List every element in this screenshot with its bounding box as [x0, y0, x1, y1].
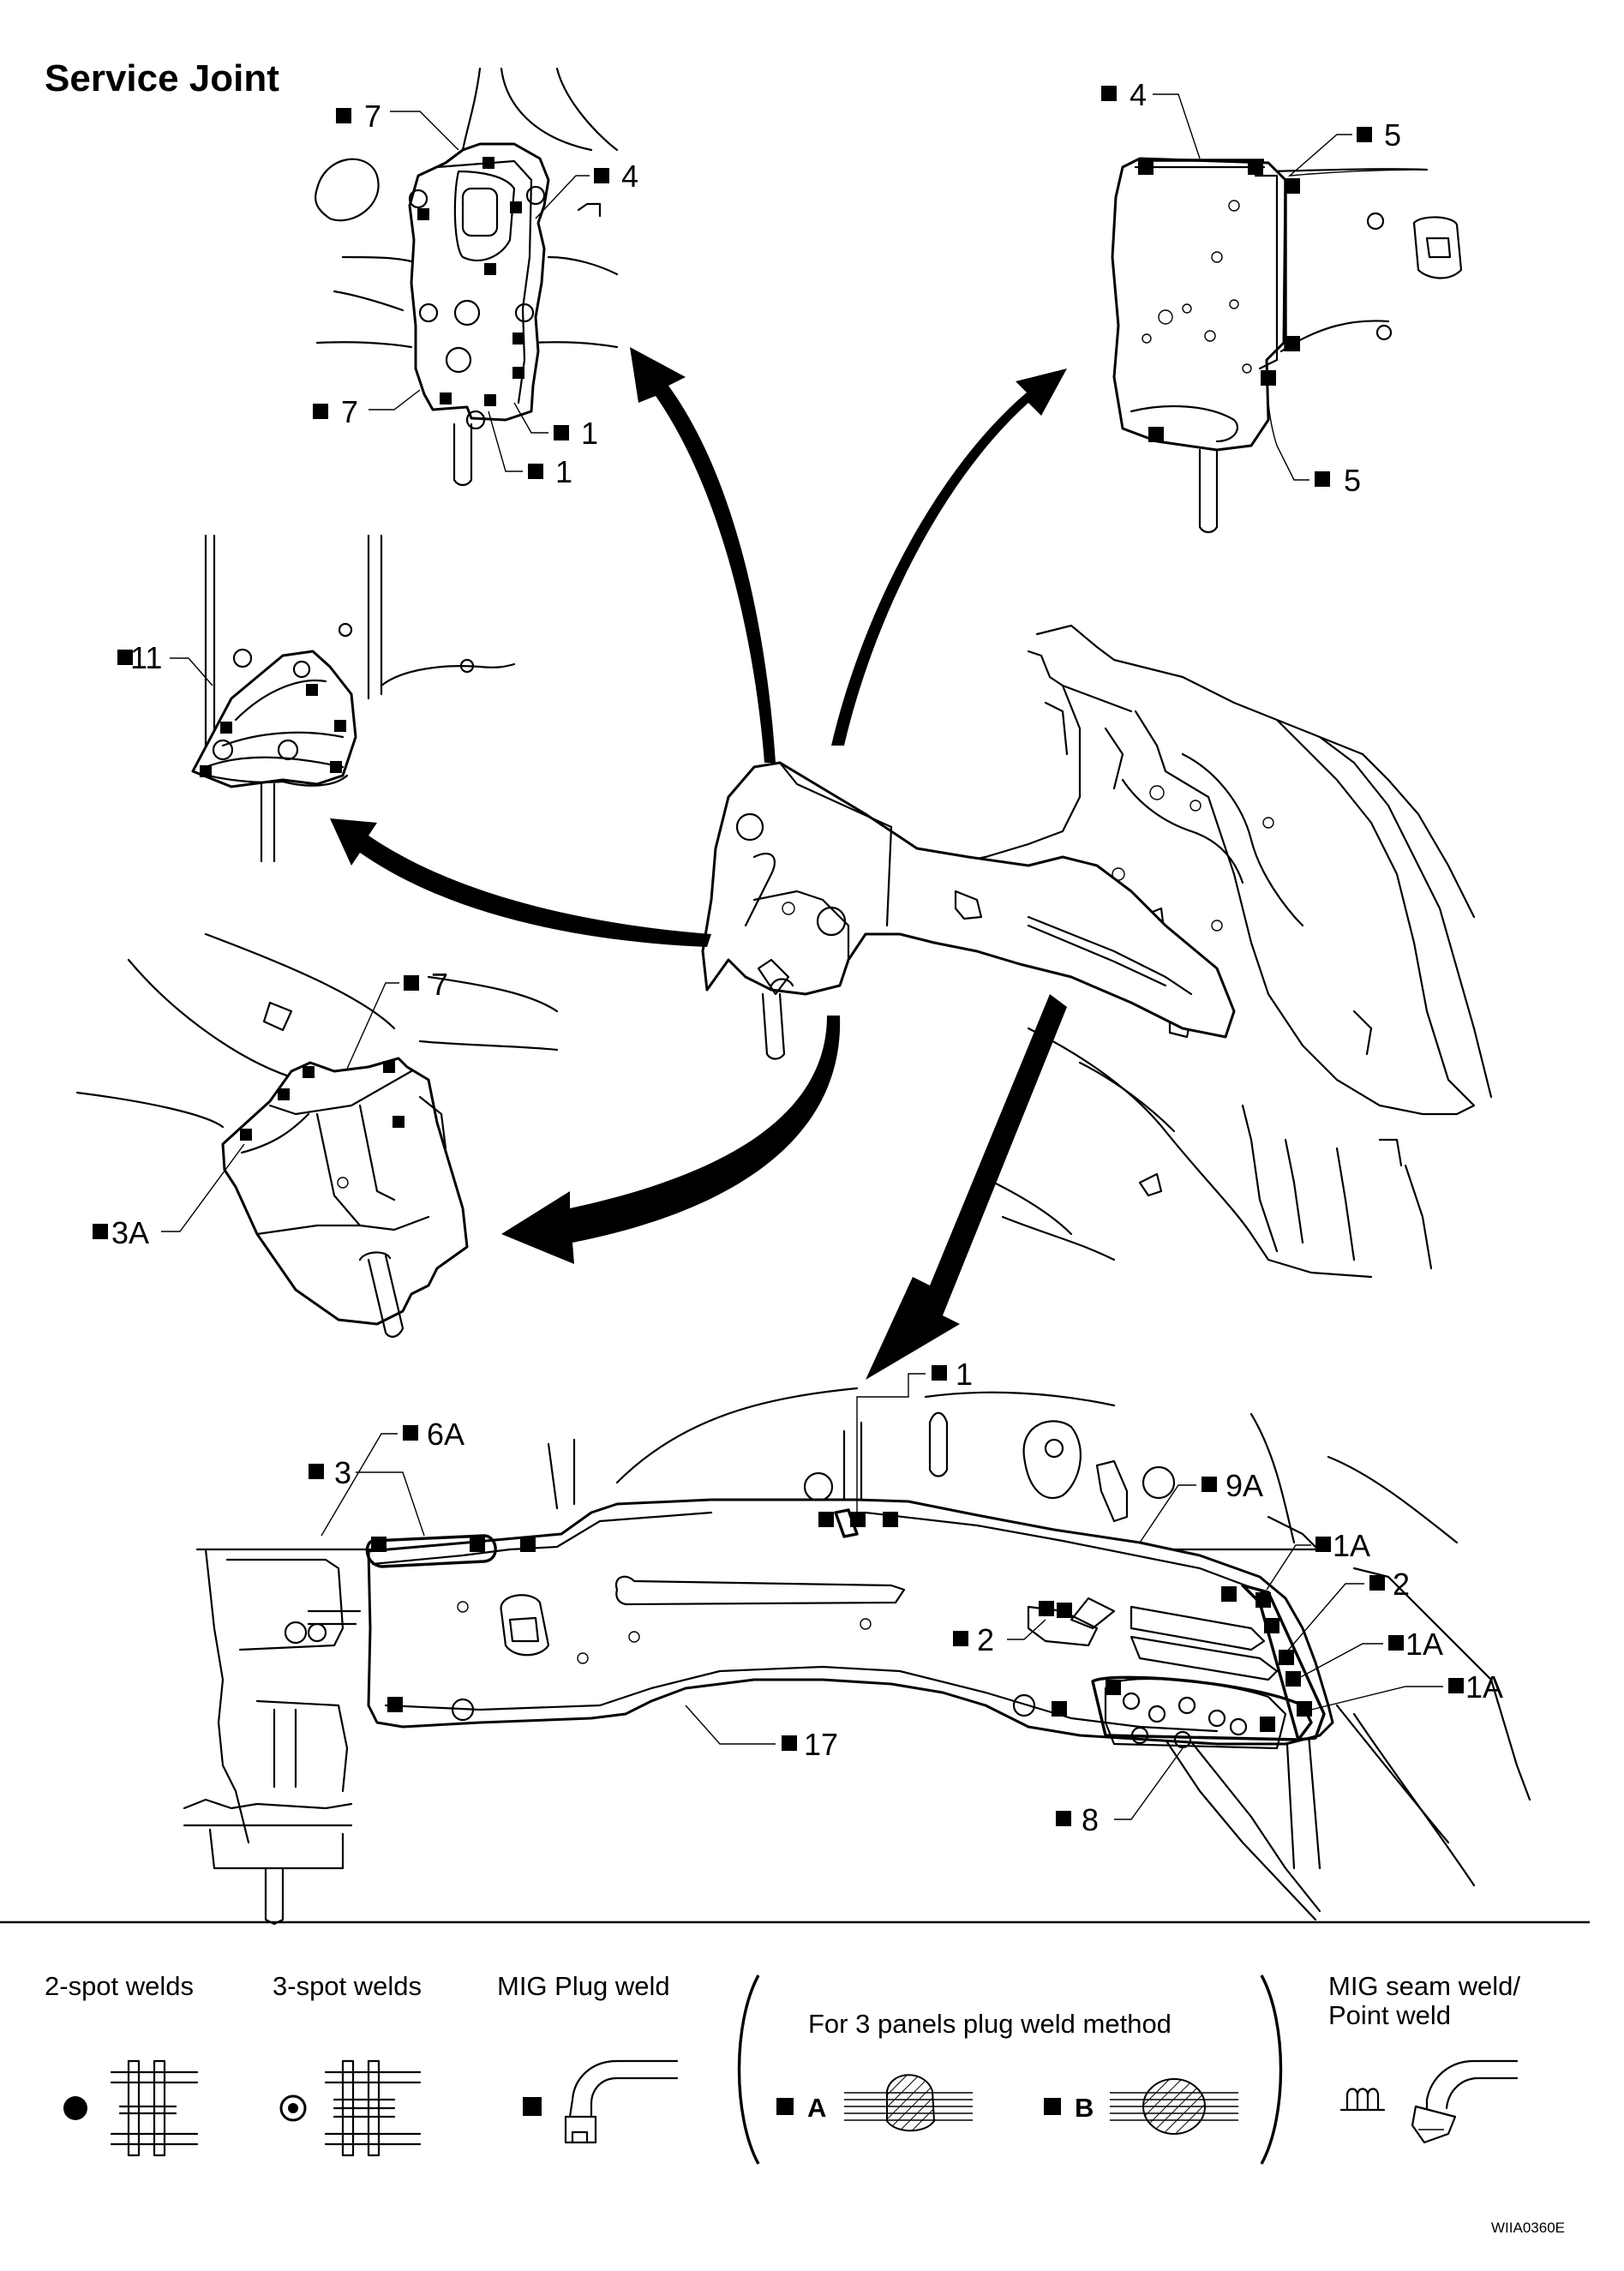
curved-arrow-icon — [831, 369, 1067, 746]
page-title: Service Joint — [45, 57, 279, 99]
mig-seam-torch-icon — [1411, 2059, 1519, 2144]
callout-label: 5 — [1384, 117, 1401, 153]
legend-label-3-panel: For 3 panels plug weld method — [808, 2009, 1172, 2039]
main-assembly — [701, 624, 1493, 1279]
callout-label: 6A — [427, 1417, 464, 1452]
plug-weld-square-icon — [776, 2098, 794, 2115]
spot-weld-2-diagram-icon — [110, 2059, 199, 2157]
callout-label: 1A — [1333, 1528, 1370, 1563]
legend-label-mig-seam-1: MIG seam weld/ — [1328, 1971, 1520, 2001]
curved-arrow-icon — [501, 1016, 841, 1264]
figure-id: WIIA0360E — [1491, 2220, 1565, 2236]
callout-label: 7 — [341, 394, 358, 429]
legend-label-2-spot: 2-spot welds — [45, 1971, 194, 2001]
spot-weld-dot-icon — [63, 2096, 87, 2120]
callout-label: 2 — [1393, 1567, 1410, 1602]
callout-label: 4 — [1130, 77, 1147, 112]
mig-plug-torch-icon — [564, 2059, 679, 2144]
seam-weld-symbol-icon — [1339, 2088, 1386, 2112]
plug-weld-square-icon — [523, 2097, 542, 2116]
legend-label-mig-plug: MIG Plug weld — [497, 1971, 670, 2001]
curved-arrow-icon — [630, 347, 776, 763]
callout-label: 1 — [555, 454, 572, 489]
callout-label: 3A — [111, 1215, 149, 1250]
callout-label: 4 — [621, 159, 638, 194]
callout-label: 9A — [1225, 1468, 1263, 1503]
legend-label-mig-seam-2: Point weld — [1328, 2000, 1451, 2030]
spot-weld-3-diagram-icon — [324, 2059, 422, 2157]
legend-bracket-right — [1260, 1974, 1283, 2165]
callout-label: 8 — [1082, 1802, 1099, 1837]
legend-label-3-spot: 3-spot welds — [273, 1971, 422, 2001]
weld-legend: 2-spot welds 3-spot welds MIG Plug weld … — [0, 1920, 1590, 2236]
curved-arrow-icon — [866, 994, 1067, 1380]
method-a-section-icon — [844, 2074, 973, 2132]
callout-label: 1A — [1465, 1669, 1503, 1705]
detail-lower-left: 7 3A — [75, 932, 559, 1338]
method-a-label: A — [807, 2093, 826, 2123]
detail-mid-left: 11 — [117, 534, 516, 863]
legend-bracket-left — [737, 1974, 760, 2165]
callout-label: 2 — [977, 1622, 994, 1657]
callout-label: 1A — [1405, 1627, 1443, 1662]
spot-weld-ring-center — [288, 2103, 298, 2113]
detail-arrows — [330, 347, 1067, 1380]
curved-arrow-icon — [330, 818, 711, 947]
callout-label: 1 — [581, 416, 598, 451]
detail-bottom: 1 6A 3 9A 1A 2 2 1A 1A 17 8 — [183, 1357, 1531, 1926]
callout-label: 7 — [431, 967, 448, 1002]
detail-top-left: 7 4 7 1 1 — [313, 67, 638, 489]
callout-label: 5 — [1344, 463, 1361, 498]
callout-label: 1 — [956, 1357, 973, 1392]
callout-label: 3 — [334, 1455, 351, 1490]
callout-label: 11 — [130, 640, 162, 675]
callout-label: 7 — [364, 99, 381, 134]
plug-weld-square-icon — [1044, 2098, 1061, 2115]
method-b-label: B — [1075, 2093, 1094, 2123]
callout-label: 17 — [804, 1727, 838, 1762]
method-b-section-icon — [1110, 2078, 1238, 2135]
detail-top-right: 4 5 5 — [1101, 77, 1463, 534]
